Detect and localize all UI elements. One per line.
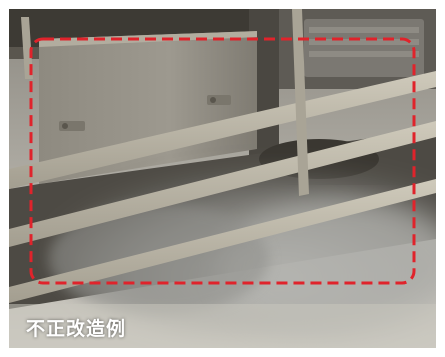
highlight-box [29, 37, 416, 285]
caption: 不正改造例 [26, 318, 127, 340]
vehicle-photo [9, 9, 436, 348]
photo [9, 9, 436, 348]
